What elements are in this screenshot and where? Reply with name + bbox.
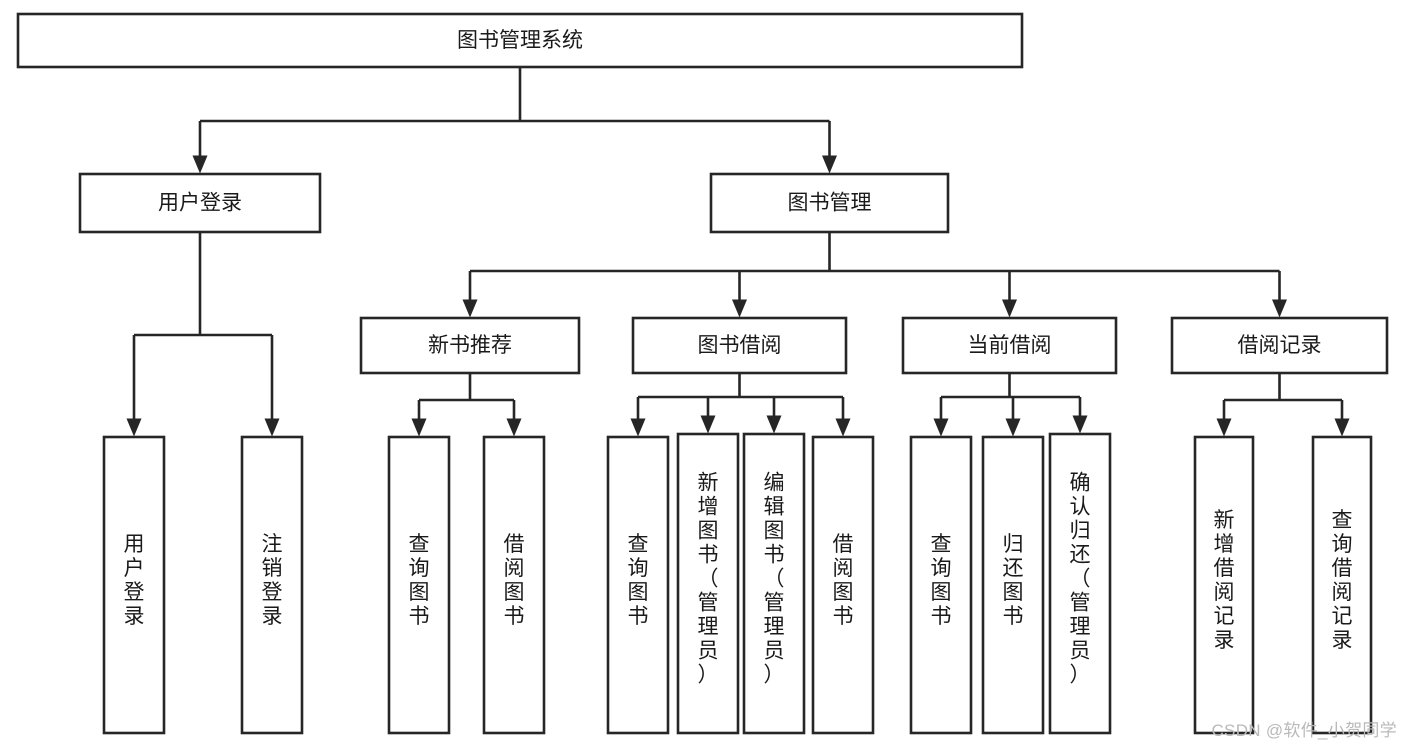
node-borrow-record-label: 借阅记录 <box>1238 334 1322 357</box>
arrow-head-icon <box>700 415 716 434</box>
node-leaf-borrow-book-2[interactable]: 借阅图书 <box>811 435 875 735</box>
node-user-login-box[interactable] <box>78 172 322 234</box>
node-leaf-query-record-label: 查询借阅记录 <box>1332 509 1353 652</box>
node-leaf-query-book-3-label: 查询图书 <box>931 533 952 628</box>
node-current-borrow[interactable]: 当前借阅 <box>901 316 1118 375</box>
node-user-login[interactable]: 用户登录 <box>78 172 322 234</box>
arrow-head-icon <box>732 299 747 318</box>
arrow-head-icon <box>1272 299 1287 318</box>
arrow-head-icon <box>411 418 427 437</box>
node-current-borrow-box[interactable] <box>901 316 1118 375</box>
arrow-head-icon <box>822 155 837 174</box>
node-book-manage[interactable]: 图书管理 <box>709 172 950 234</box>
node-leaf-edit-book-label: 编辑图书（管理员） <box>764 472 785 687</box>
node-leaf-query-record[interactable]: 查询借阅记录 <box>1311 435 1373 735</box>
node-user-login-label: 用户登录 <box>158 192 242 215</box>
node-leaf-query-book-1[interactable]: 查询图书 <box>387 435 451 735</box>
node-leaf-query-book-2-label: 查询图书 <box>628 533 649 628</box>
node-leaf-query-book-1-box[interactable] <box>387 435 451 735</box>
arrow-head-icon <box>506 418 522 437</box>
node-leaf-query-book-1-label: 查询图书 <box>409 533 430 628</box>
node-leaf-user-logout-label: 注销登录 <box>262 533 283 628</box>
node-leaf-query-book-3-box[interactable] <box>909 435 973 735</box>
arrow-head-icon <box>1072 415 1088 434</box>
arrow-head-icon <box>1005 418 1021 437</box>
node-borrow-record-box[interactable] <box>1170 316 1389 375</box>
node-root-system-label: 图书管理系统 <box>457 29 583 52</box>
node-leaf-borrow-book-2-box[interactable] <box>811 435 875 735</box>
node-leaf-add-book-label: 新增图书（管理员） <box>698 472 719 687</box>
node-leaf-add-book[interactable]: 新增图书（管理员） <box>676 432 740 735</box>
node-leaf-return-book-label: 归还图书 <box>1003 533 1024 628</box>
node-leaf-user-logout-box[interactable] <box>240 435 304 735</box>
node-book-manage-label: 图书管理 <box>788 192 872 215</box>
arrow-head-icon <box>192 155 208 174</box>
node-leaf-add-record-label: 新增借阅记录 <box>1214 509 1235 652</box>
node-new-book-rec-box[interactable] <box>359 316 581 375</box>
node-leaf-confirm-return-label: 确认归还（管理员） <box>1070 472 1091 687</box>
node-leaf-edit-book-box[interactable] <box>742 432 806 735</box>
node-leaf-query-record-box[interactable] <box>1311 435 1373 735</box>
arrow-head-icon <box>1334 418 1350 437</box>
node-leaf-add-book-box[interactable] <box>676 432 740 735</box>
arrow-head-icon <box>1216 418 1232 437</box>
node-leaf-query-book-2[interactable]: 查询图书 <box>606 435 670 735</box>
node-leaf-query-book-2-box[interactable] <box>606 435 670 735</box>
node-layer: 图书管理系统用户登录图书管理新书推荐图书借阅当前借阅借阅记录用户登录注销登录查询… <box>16 12 1389 735</box>
arrow-head-icon <box>630 418 646 437</box>
node-leaf-user-logout[interactable]: 注销登录 <box>240 435 304 735</box>
arrow-head-icon <box>462 299 478 318</box>
node-root-system-box[interactable] <box>16 12 1024 69</box>
node-leaf-confirm-return-box[interactable] <box>1048 432 1112 735</box>
node-leaf-return-book[interactable]: 归还图书 <box>981 435 1045 735</box>
node-leaf-borrow-book-2-label: 借阅图书 <box>833 533 854 628</box>
node-book-manage-box[interactable] <box>709 172 950 234</box>
node-book-borrow[interactable]: 图书借阅 <box>631 316 848 375</box>
arrow-head-icon <box>126 418 142 437</box>
node-leaf-user-login-box[interactable] <box>102 435 166 735</box>
node-current-borrow-label: 当前借阅 <box>968 334 1052 357</box>
node-leaf-add-record-box[interactable] <box>1193 435 1255 735</box>
node-leaf-confirm-return[interactable]: 确认归还（管理员） <box>1048 432 1112 735</box>
node-leaf-edit-book[interactable]: 编辑图书（管理员） <box>742 432 806 735</box>
node-leaf-user-login-label: 用户登录 <box>124 533 145 628</box>
node-root-system[interactable]: 图书管理系统 <box>16 12 1024 69</box>
node-borrow-record[interactable]: 借阅记录 <box>1170 316 1389 375</box>
arrow-head-icon <box>1002 299 1017 318</box>
node-leaf-borrow-book-1-box[interactable] <box>482 435 546 735</box>
node-leaf-borrow-book-1-label: 借阅图书 <box>504 533 525 628</box>
node-leaf-borrow-book-1[interactable]: 借阅图书 <box>482 435 546 735</box>
node-new-book-rec-label: 新书推荐 <box>428 334 512 357</box>
node-new-book-rec[interactable]: 新书推荐 <box>359 316 581 375</box>
node-book-borrow-label: 图书借阅 <box>698 334 782 357</box>
arrow-head-icon <box>933 418 949 437</box>
arrow-head-icon <box>264 418 280 437</box>
node-leaf-user-login[interactable]: 用户登录 <box>102 435 166 735</box>
arrow-head-icon <box>835 418 851 437</box>
arrow-head-icon <box>766 415 782 434</box>
node-leaf-return-book-box[interactable] <box>981 435 1045 735</box>
node-leaf-add-record[interactable]: 新增借阅记录 <box>1193 435 1255 735</box>
node-leaf-query-book-3[interactable]: 查询图书 <box>909 435 973 735</box>
node-book-borrow-box[interactable] <box>631 316 848 375</box>
connector-layer <box>126 67 1350 437</box>
